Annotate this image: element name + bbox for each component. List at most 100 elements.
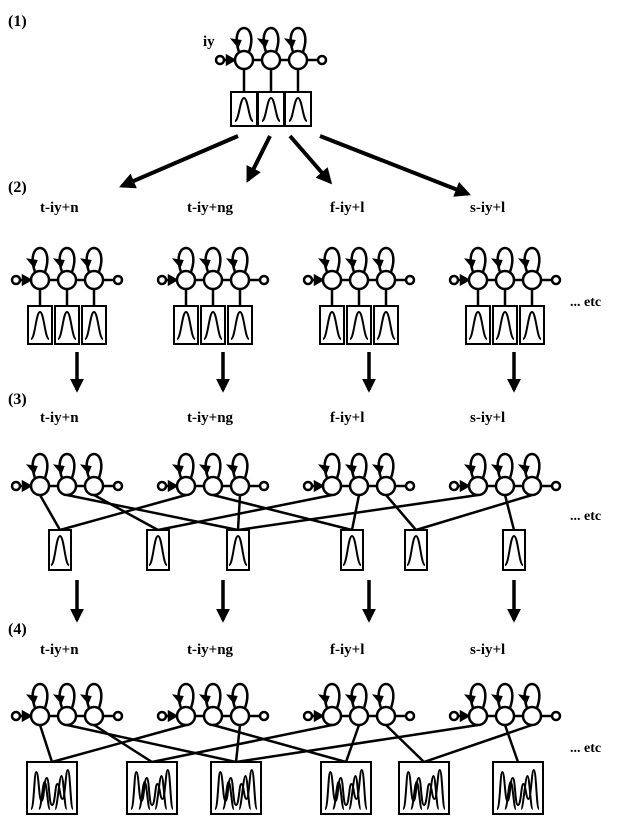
exit-node — [404, 274, 416, 286]
transition-arrowhead — [313, 273, 325, 287]
hmm-state — [375, 705, 397, 727]
gaussian-curve — [342, 534, 362, 566]
distribution-box-stage-1 — [230, 91, 258, 127]
distribution-box-stage-2 — [519, 305, 545, 345]
down-arrows-s2-s3 — [70, 352, 521, 393]
hmm-stage-1 — [214, 26, 328, 71]
context-label-s3-1: t-iy+n — [40, 410, 79, 426]
hmm-state — [348, 475, 370, 497]
hmm-state — [29, 705, 51, 727]
fan-out-arrows — [119, 134, 471, 197]
gaussian-curve — [148, 534, 168, 566]
gaussian-curve — [203, 310, 223, 340]
tying-link — [38, 724, 54, 763]
hmm-stage-4-2 — [156, 682, 270, 727]
self-loop-arrowhead — [317, 464, 330, 475]
transition-arrowhead — [459, 709, 471, 723]
self-loop-arrowhead — [490, 694, 503, 705]
hmm-stage-2-3 — [302, 246, 416, 291]
mixture-box-stage-4 — [210, 761, 262, 815]
mixture-curve — [214, 768, 258, 810]
mixture-curve — [409, 780, 423, 810]
gaussian-curve — [228, 534, 248, 566]
mixture-curve — [496, 768, 540, 810]
hmm-state — [321, 705, 343, 727]
entry-node — [10, 274, 22, 286]
hmm-state — [494, 475, 516, 497]
gaussian-curve — [30, 310, 50, 340]
gaussian-curve — [57, 310, 77, 340]
hmm-state — [521, 475, 543, 497]
hmm-stage-3-4 — [448, 452, 562, 497]
hmm-state — [83, 705, 105, 727]
mixture-box-stage-4 — [26, 761, 78, 815]
self-loop-arrowhead — [225, 464, 238, 475]
hmm-state — [348, 269, 370, 291]
hmm-state — [494, 269, 516, 291]
gaussian-curve — [230, 310, 250, 340]
hmm-state — [175, 475, 197, 497]
mixture-box-stage-4 — [320, 761, 372, 815]
hmm-state — [321, 475, 343, 497]
mixture-curve — [30, 768, 74, 810]
self-loop-arrowhead — [344, 694, 357, 705]
context-label-s2-1: t-iy+n — [40, 200, 79, 216]
distribution-box-stage-2 — [373, 305, 399, 345]
self-loop-arrowhead — [317, 258, 330, 269]
gaussian-curve — [349, 310, 369, 340]
hmm-state — [467, 269, 489, 291]
self-loop-arrowhead — [171, 464, 184, 475]
hmm-stage-4-1 — [10, 682, 124, 727]
gaussian-curve — [495, 310, 515, 340]
hmm-state — [175, 269, 197, 291]
gaussian-curve — [84, 310, 104, 340]
gaussian-curve — [468, 310, 488, 340]
mixture-box-stage-4 — [126, 761, 178, 815]
tying-link — [157, 493, 333, 532]
self-loop-arrowhead — [490, 258, 503, 269]
entry-node — [448, 710, 460, 722]
self-loop-arrowhead — [256, 38, 269, 49]
self-loop-arrowhead — [198, 258, 211, 269]
hmm-state — [229, 269, 251, 291]
entry-node — [156, 480, 168, 492]
hmm-state — [56, 475, 78, 497]
down-arrows-s3-s4 — [70, 580, 521, 623]
tied-box-stage-3 — [146, 529, 170, 571]
exit-node — [550, 274, 562, 286]
tying-link — [503, 724, 520, 763]
hmm-state — [287, 49, 309, 71]
self-loop-arrowhead — [317, 694, 330, 705]
tied-box-stage-3 — [226, 529, 250, 571]
mixture-curve — [37, 780, 51, 810]
transition-arrowhead — [21, 479, 33, 493]
distribution-box-stage-2 — [492, 305, 518, 345]
transition-arrowhead — [167, 709, 179, 723]
self-loop-arrowhead — [52, 258, 65, 269]
self-loop-arrowhead — [198, 464, 211, 475]
mixture-curve — [154, 774, 168, 810]
distribution-box-stage-2 — [81, 305, 107, 345]
context-label-s4-2: t-iy+ng — [187, 642, 234, 658]
stage-label-1: (1) — [8, 13, 27, 30]
entry-node — [156, 274, 168, 286]
distribution-box-stage-2 — [346, 305, 372, 345]
mixture-curve — [324, 768, 368, 810]
self-loop-arrowhead — [79, 694, 92, 705]
hmm-state — [375, 269, 397, 291]
tying-link — [503, 494, 516, 531]
transition-arrowhead — [21, 709, 33, 723]
gaussian-curve — [376, 310, 396, 340]
stage-label-3: (3) — [8, 391, 27, 408]
distribution-box-stage-2 — [465, 305, 491, 345]
hmm-state — [56, 269, 78, 291]
hmm-state — [202, 705, 224, 727]
hmm-state — [321, 269, 343, 291]
context-label-s3-2: t-iy+ng — [187, 410, 234, 426]
entry-node — [10, 480, 22, 492]
self-loop-arrowhead — [79, 258, 92, 269]
self-loop-arrowhead — [371, 464, 384, 475]
mixture-curve — [238, 774, 252, 810]
hmm-state — [229, 705, 251, 727]
distribution-box-stage-1 — [257, 91, 285, 127]
